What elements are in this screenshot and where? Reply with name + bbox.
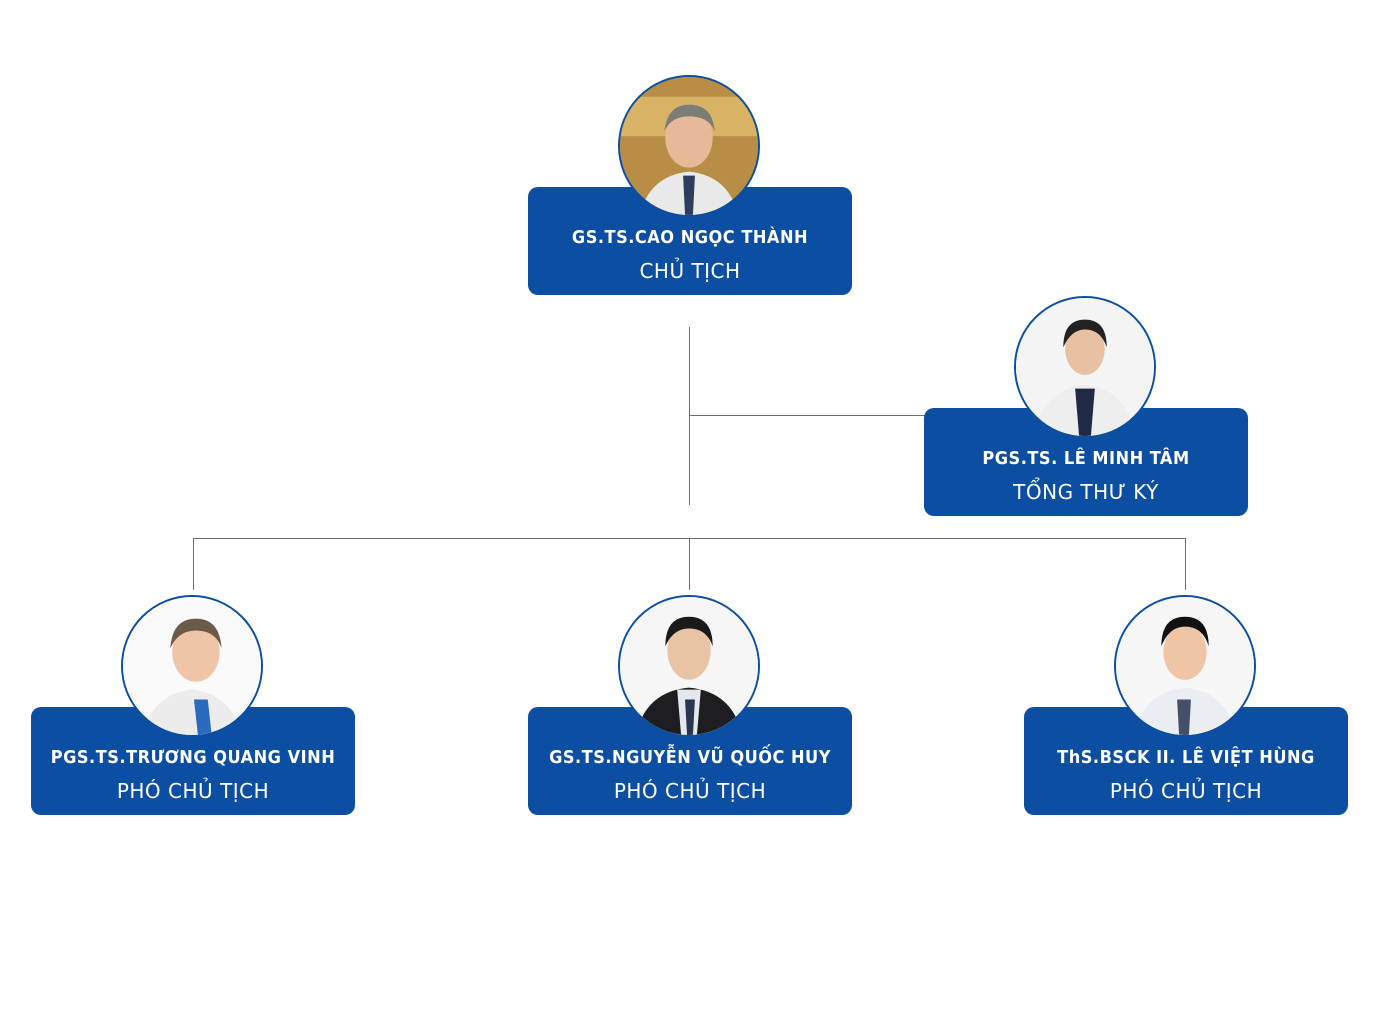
avatar-vice-chair xyxy=(121,595,263,737)
member-card-chairman: GS.TS.CAO NGỌC THÀNH CHỦ TỊCH xyxy=(528,187,852,295)
connector-chairman-down xyxy=(689,327,690,505)
member-name: GS.TS.CAO NGỌC THÀNH xyxy=(571,227,809,248)
member-role: PHÓ CHỦ TỊCH xyxy=(116,779,270,803)
avatar-vice-chair xyxy=(618,595,760,737)
avatar-chairman xyxy=(618,75,760,217)
member-name: ThS.BSCK II. LÊ VIỆT HÙNG xyxy=(1057,747,1315,768)
member-role: PHÓ CHỦ TỊCH xyxy=(1109,779,1263,803)
portrait-photo-icon xyxy=(620,77,758,215)
member-role: TỔNG THƯ KÝ xyxy=(1013,480,1159,504)
portrait-photo-icon xyxy=(1016,298,1154,436)
member-name: PGS.TS. LÊ MINH TÂM xyxy=(982,448,1190,469)
avatar-secretary xyxy=(1014,296,1156,438)
member-name: GS.TS.NGUYỄN VŨ QUỐC HUY xyxy=(549,747,831,768)
connector-vice-chair-3 xyxy=(1185,538,1186,590)
portrait-photo-icon xyxy=(1116,597,1254,735)
connector-vice-chair-2 xyxy=(689,538,690,590)
connector-vice-chair-1 xyxy=(193,538,194,590)
portrait-photo-icon xyxy=(620,597,758,735)
avatar-vice-chair xyxy=(1114,595,1256,737)
member-role: PHÓ CHỦ TỊCH xyxy=(613,779,767,803)
member-card-vice-chair: GS.TS.NGUYỄN VŨ QUỐC HUY PHÓ CHỦ TỊCH xyxy=(528,707,852,815)
connector-to-secretary xyxy=(690,415,926,416)
portrait-photo-icon xyxy=(123,597,261,735)
member-name: PGS.TS.TRƯƠNG QUANG VINH xyxy=(50,747,336,768)
member-role: CHỦ TỊCH xyxy=(639,259,741,283)
